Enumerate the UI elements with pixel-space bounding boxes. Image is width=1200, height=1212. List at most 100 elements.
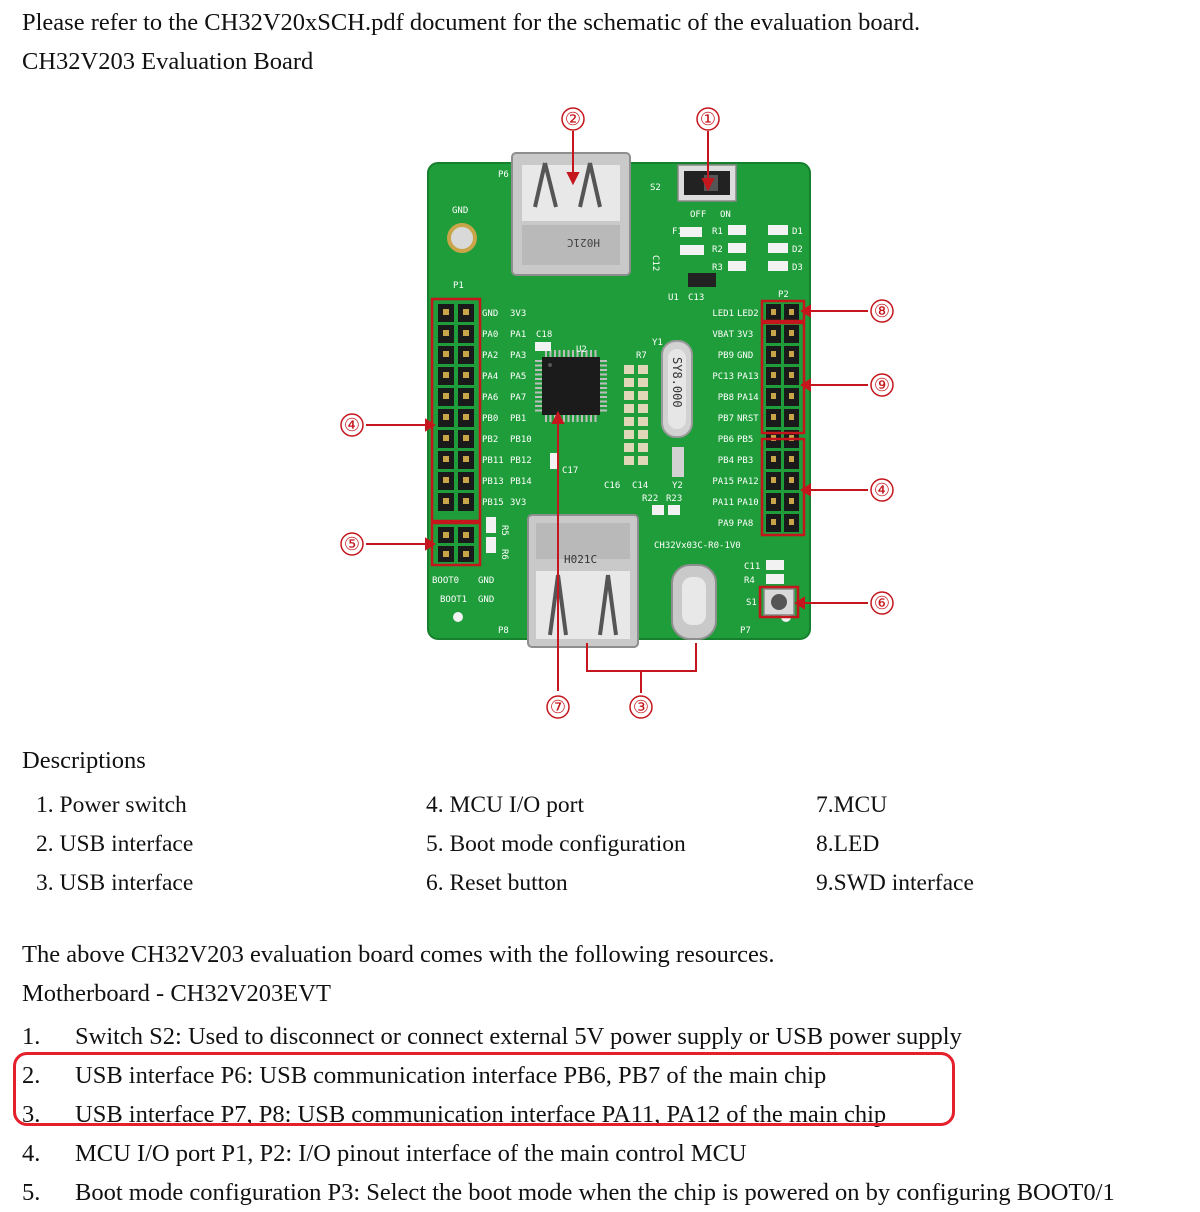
svg-text:P8: P8	[498, 626, 509, 636]
pin-label: PA10	[737, 498, 759, 508]
svg-text:C18: C18	[536, 330, 552, 340]
svg-text:D3: D3	[792, 263, 803, 273]
svg-text:R5: R5	[499, 525, 509, 536]
descriptions-col-1: 1. Power switch 2. USB interface 3. USB …	[36, 786, 193, 903]
evaluation-board-figure: GND P1 P6 P8 P7 H021C S2 OFF ON F1 C12 U…	[300, 95, 940, 730]
svg-text:Y1: Y1	[652, 338, 663, 348]
pin-label: PB3	[737, 456, 753, 466]
pin-label: PB13	[482, 477, 504, 487]
pin-label: PB8	[718, 393, 734, 403]
svg-text:F1: F1	[672, 227, 683, 237]
svg-text:R7: R7	[636, 351, 647, 361]
pin-label: PB6	[718, 435, 734, 445]
pin-label: PA15	[712, 477, 734, 487]
mcu-u2	[535, 350, 607, 422]
pin-label: PA5	[510, 372, 526, 382]
header-pin	[784, 325, 799, 343]
pin-label: VBAT	[712, 330, 734, 340]
pin-label: PA3	[510, 351, 526, 361]
header-pin	[458, 304, 474, 322]
svg-text:P7: P7	[740, 626, 751, 636]
reset-button-s1	[763, 588, 795, 616]
pin-label: GND	[482, 309, 498, 319]
resources-intro: The above CH32V203 evaluation board come…	[22, 941, 775, 968]
callout-5: ⑤	[344, 534, 360, 554]
header-pin	[438, 451, 454, 469]
pin-label: PB4	[718, 456, 734, 466]
description-item: 9.SWD interface	[816, 870, 974, 896]
callout-4-left: ④	[344, 415, 360, 435]
header-pin	[784, 388, 799, 406]
pin-label: PB9	[718, 351, 734, 361]
pin-label: PB12	[510, 456, 532, 466]
header-pin	[438, 325, 454, 343]
svg-text:ON: ON	[720, 210, 731, 220]
header-pin	[766, 367, 781, 385]
header-pin	[784, 409, 799, 427]
description-item: 8.LED	[816, 831, 880, 857]
header-pin	[766, 493, 781, 511]
svg-text:GND: GND	[478, 576, 494, 586]
callout-2: ②	[565, 109, 581, 129]
svg-text:R2: R2	[712, 245, 723, 255]
pin-label: 3V3	[510, 498, 526, 508]
pin-label: PA4	[482, 372, 498, 382]
svg-text:Y2: Y2	[672, 481, 683, 491]
header-pin	[458, 472, 474, 490]
pin-label: PB5	[737, 435, 753, 445]
pin-label: PB1	[510, 414, 526, 424]
description-item: 5. Boot mode configuration	[426, 831, 686, 857]
svg-text:GND: GND	[452, 206, 468, 216]
io-header-p2-labels: LED1VBATPB9PC13PB8PB7PB6PB4PA15PA11PA9LE…	[712, 309, 759, 529]
header-pin	[784, 514, 799, 532]
usb-connector-p6: H021C	[511, 152, 631, 276]
header-pin	[458, 367, 474, 385]
svg-text:D2: D2	[792, 245, 803, 255]
pin-label: PB14	[510, 477, 532, 487]
svg-text:H021C: H021C	[564, 553, 597, 566]
pin-label: 3V3	[510, 309, 526, 319]
resources-board: Motherboard - CH32V203EVT	[22, 980, 331, 1007]
pin-label: PB7	[718, 414, 734, 424]
header-pin	[438, 546, 454, 562]
svg-text:U1: U1	[668, 293, 679, 303]
boot-header-p3	[438, 527, 474, 562]
pin-label: PC13	[712, 372, 734, 382]
pin-label: PB15	[482, 498, 504, 508]
header-pin	[766, 325, 781, 343]
svg-text:OFF: OFF	[690, 210, 706, 220]
pin-label: PA14	[737, 393, 759, 403]
header-pin	[458, 430, 474, 448]
header-pin	[766, 514, 781, 532]
header-pin	[766, 451, 781, 469]
pin-label: 3V3	[737, 330, 753, 340]
descriptions-heading: Descriptions	[22, 747, 146, 774]
crystal-y1: SY8.000	[661, 340, 693, 438]
header-pin	[458, 388, 474, 406]
list-item: 1.Switch S2: Used to disconnect or conne…	[22, 1023, 962, 1050]
pin-label: GND	[737, 351, 753, 361]
header-pin	[766, 472, 781, 490]
pin-label: PA7	[510, 393, 526, 403]
header-pin	[438, 409, 454, 427]
callout-7: ⑦	[550, 697, 566, 717]
header-pin	[784, 367, 799, 385]
header-pin	[766, 409, 781, 427]
pin-label: PA13	[737, 372, 759, 382]
header-pin	[438, 430, 454, 448]
description-item: 6. Reset button	[426, 870, 568, 896]
svg-text:CH32Vx03C-R0-1V0: CH32Vx03C-R0-1V0	[654, 541, 741, 551]
svg-text:C14: C14	[632, 481, 648, 491]
svg-text:GND: GND	[478, 595, 494, 605]
svg-text:H021C: H021C	[567, 236, 600, 249]
pin-label: PB2	[482, 435, 498, 445]
svg-text:BOOT1: BOOT1	[440, 595, 467, 605]
callout-9: ⑨	[874, 375, 890, 395]
svg-text:S1: S1	[746, 598, 757, 608]
pin-label: PA6	[482, 393, 498, 403]
header-pin	[458, 409, 474, 427]
callout-1: ①	[700, 109, 716, 129]
svg-text:C13: C13	[688, 293, 704, 303]
svg-text:R4: R4	[744, 576, 755, 586]
pin-label: PA1	[510, 330, 526, 340]
